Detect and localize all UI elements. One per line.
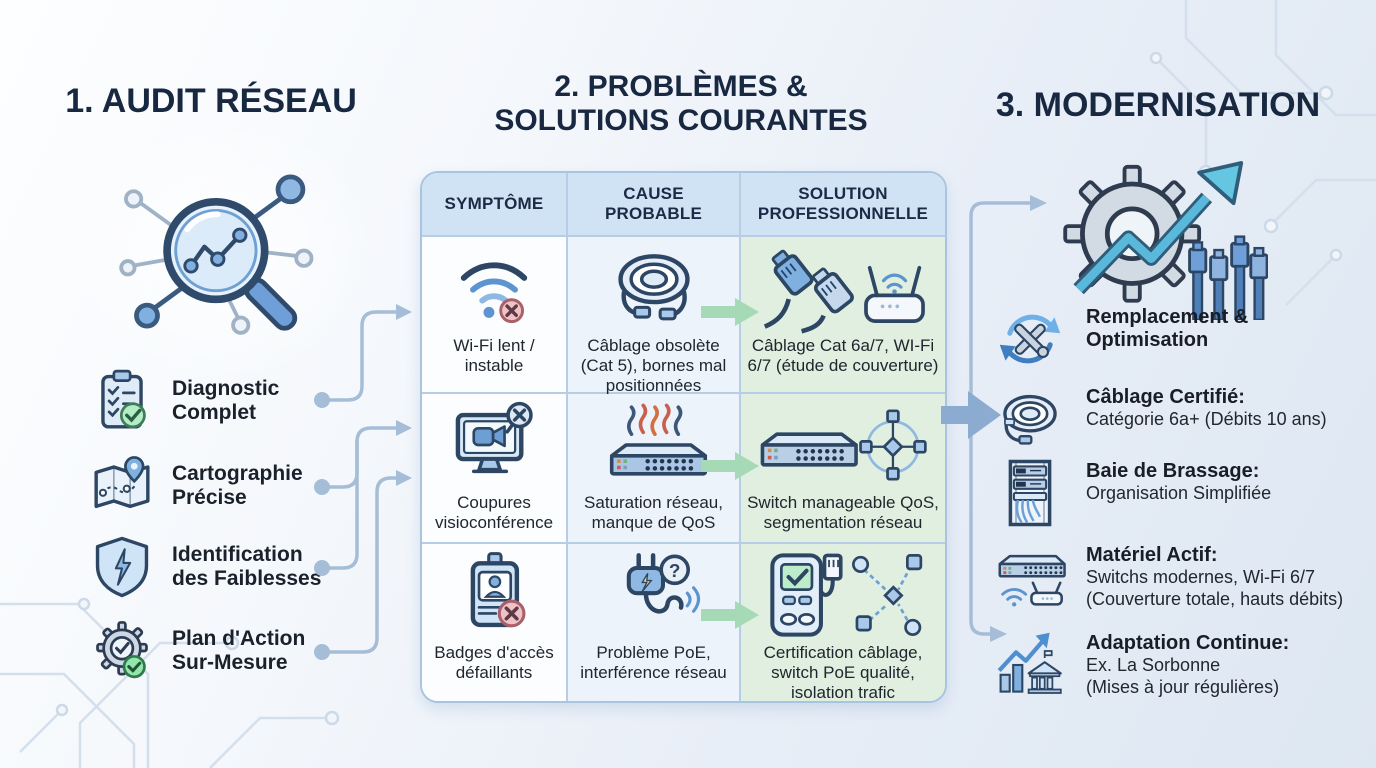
gear-check-icon [88, 617, 156, 685]
table-cell-symptom-1: Wi-Fi lent / instable [422, 237, 568, 394]
table-cell-solution-2: Switch manageable QoS, segmentation rése… [741, 394, 945, 544]
modernisation-item-materiel: Matériel Actif: Switchs modernes, Wi-Fi … [992, 540, 1364, 614]
table-cell-solution-3: Certification câblage, switch PoE qualit… [741, 544, 945, 701]
modernisation-item-label: Remplacement & Optimisation [1086, 306, 1249, 351]
managed-switch-topology-icon [748, 402, 938, 488]
table-caption: Coupures visioconférence [434, 493, 554, 533]
section2-title-line1: 2. PROBLÈMES & [554, 70, 808, 103]
shield-bolt-icon [88, 533, 156, 601]
svg-text:?: ? [668, 561, 680, 582]
continuous-adaptation-icon [992, 628, 1068, 702]
modernisation-item-cablage: Câblage Certifié: Catégorie 6a+ (Débits … [992, 382, 1364, 456]
magnifier-network-icon [103, 142, 323, 340]
audit-item-plan-action: Plan d'Action Sur-Mesure [88, 617, 338, 685]
patch-rack-icon [992, 456, 1068, 530]
overheating-switch-icon [592, 402, 716, 488]
table-caption: Problème PoE, interférence réseau [580, 643, 727, 683]
audit-item-label: Cartographie Précise [172, 462, 303, 509]
section1-title: 1. AUDIT RÉSEAU [65, 82, 357, 120]
section3-title: 3. MODERNISATION [995, 86, 1321, 124]
audit-item-label: Diagnostic Complet [172, 377, 280, 424]
table-caption: Certification câblage, switch PoE qualit… [763, 643, 923, 703]
clipboard-check-icon [88, 367, 156, 435]
video-call-error-icon [446, 401, 542, 488]
table-cell-symptom-2: Coupures visioconférence [422, 394, 568, 544]
table-to-modernisation-connectors [941, 195, 1047, 642]
modernisation-item-label: Adaptation Continue: [1086, 632, 1290, 654]
table-caption: Câblage obsolète (Cat 5), bornes mal pos… [580, 336, 727, 396]
table-header-cause: CAUSE PROBABLE [568, 173, 741, 237]
cause-to-solution-arrow [701, 601, 759, 629]
modernisation-item-desc2: (Mises à jour régulières) [1086, 676, 1280, 697]
replace-optimize-icon [992, 302, 1068, 376]
table-cell-solution-1: Câblage Cat 6a/7, WI-Fi 6/7 (étude de co… [741, 237, 945, 394]
cable-tester-network-icon [753, 552, 933, 638]
wifi-error-icon [448, 245, 540, 331]
active-hardware-icon [992, 540, 1068, 614]
modernisation-item-desc: Catégorie 6a+ (Débits 10 ans) [1086, 409, 1327, 429]
modernisation-item-label: Matériel Actif: [1086, 544, 1218, 566]
gear-growth-cables-icon [1048, 138, 1269, 322]
old-cable-coil-icon [602, 245, 706, 331]
table-caption: Wi-Fi lent / instable [453, 336, 535, 376]
table-cell-cause-3: ? Problème PoE, interférence réseau [568, 544, 741, 701]
table-caption: Câblage Cat 6a/7, WI-Fi 6/7 (étude de co… [747, 336, 939, 376]
modernisation-item-label: Baie de Brassage: [1086, 460, 1260, 482]
modernisation-item-baie: Baie de Brassage: Organisation Simplifié… [992, 456, 1364, 530]
audit-item-label: Plan d'Action Sur-Mesure [172, 627, 306, 674]
modernisation-item-adaptation: Adaptation Continue: Ex. La Sorbonne (Mi… [992, 628, 1364, 702]
certified-cable-icon [992, 382, 1068, 456]
modernisation-item-desc: Ex. La Sorbonne [1086, 655, 1221, 675]
table-cell-symptom-3: Badges d'accès défaillants [422, 544, 568, 701]
map-pin-icon [88, 452, 156, 520]
modernisation-item-desc: Switchs modernes, Wi-Fi 6/7 (Couverture … [1086, 567, 1344, 609]
poe-plug-question-icon: ? [604, 552, 704, 638]
cause-to-solution-arrow [701, 298, 759, 326]
audit-item-label: Identification des Faiblesses [172, 543, 322, 590]
section2-title: 2. PROBLÈMES & SOLUTIONS COURANTES [418, 70, 944, 137]
table-caption: Saturation réseau, manque de QoS [584, 493, 723, 533]
audit-item-faiblesses: Identification des Faiblesses [88, 533, 338, 601]
cause-to-solution-arrow [701, 452, 759, 480]
table-header-symptome: SYMPTÔME [422, 173, 568, 237]
badge-error-icon [450, 552, 538, 638]
table-caption: Badges d'accès défaillants [434, 643, 554, 683]
audit-item-diagnostic: Diagnostic Complet [88, 367, 338, 435]
audit-to-table-connectors [314, 304, 412, 660]
modernisation-item-desc: Organisation Simplifiée [1086, 483, 1272, 503]
table-caption: Switch manageable QoS, segmentation rése… [747, 493, 939, 533]
cat6-cable-router-icon [749, 245, 937, 334]
problems-solutions-table: SYMPTÔME CAUSE PROBABLE SOLUTION PROFESS… [420, 171, 947, 703]
section2-title-line2: SOLUTIONS COURANTES [494, 103, 868, 137]
table-header-solution: SOLUTION PROFESSIONNELLE [741, 173, 945, 237]
modernisation-item-label: Câblage Certifié: [1086, 386, 1245, 408]
audit-item-cartographie: Cartographie Précise [88, 452, 338, 520]
modernisation-item-remplacement: Remplacement & Optimisation [992, 302, 1364, 376]
